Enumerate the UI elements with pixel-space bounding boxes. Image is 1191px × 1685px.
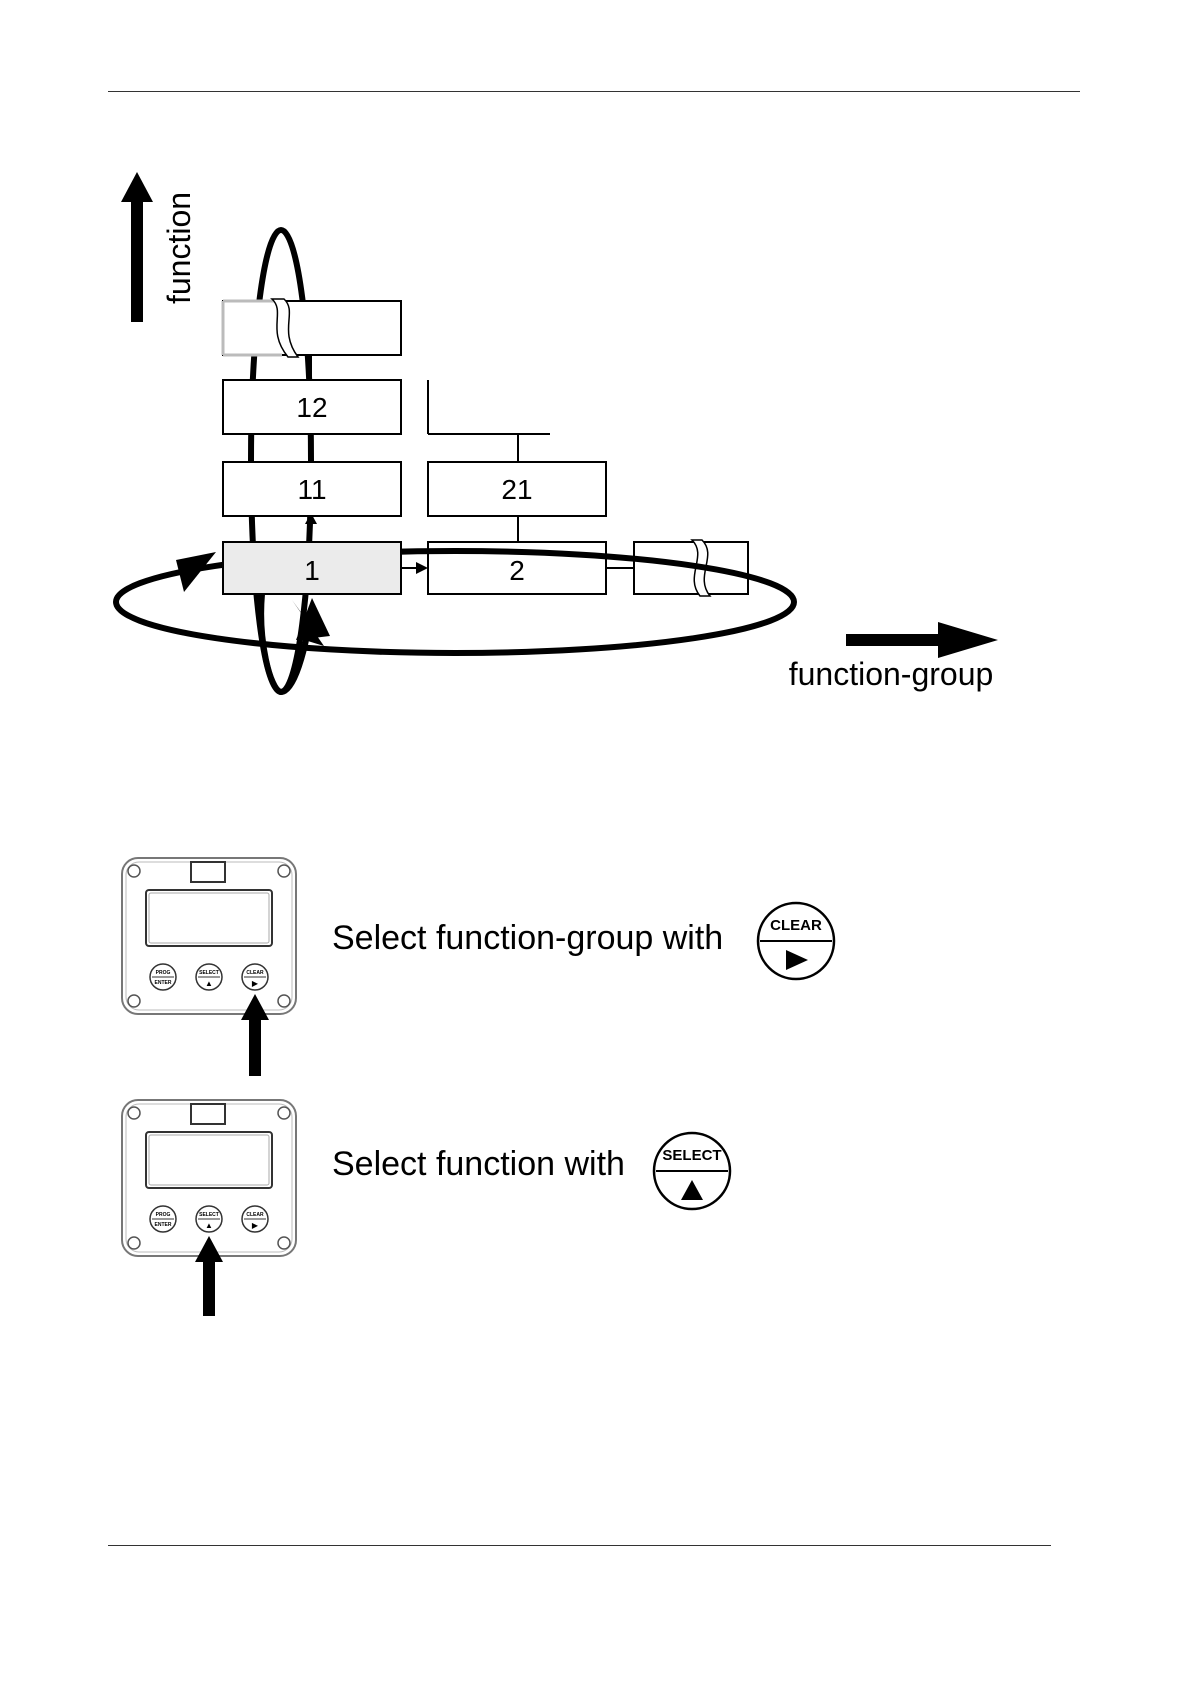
function-navigation-diagram: function function-group: [0, 0, 1191, 740]
box-21-label: 21: [501, 474, 532, 505]
box-2-label: 2: [509, 555, 525, 586]
device-key-select: SELECT: [199, 970, 219, 976]
select-key-icon: SELECT: [651, 1130, 733, 1212]
select-key-label: SELECT: [662, 1147, 721, 1164]
device-key-right: ▶: [252, 1221, 259, 1230]
clear-key-icon: CLEAR: [755, 900, 837, 982]
loop-arrowhead-group: [176, 552, 216, 592]
function-group-axis-arrow: [846, 622, 998, 658]
device-keys: PROG ENTER SELECT ▲ CLEAR ▶: [150, 1206, 268, 1232]
box-more-functions-broken: [223, 299, 401, 357]
device-keys: PROG ENTER SELECT ▲ CLEAR ▶: [150, 964, 268, 990]
clear-key-label: CLEAR: [770, 917, 822, 934]
box-12-label: 12: [296, 392, 327, 423]
function-group-axis-label: function-group: [789, 656, 994, 692]
device-key-clear: CLEAR: [246, 970, 264, 976]
box-1-label: 1: [304, 555, 320, 586]
function-axis-label: function: [161, 192, 197, 304]
device-key-right: ▶: [252, 979, 259, 988]
arrowhead-1-to-2: [416, 562, 428, 574]
box-11-label: 11: [297, 474, 326, 505]
instruction-function-group-text: Select function-group with: [332, 919, 723, 958]
device-front-panel-1: PROG ENTER SELECT ▲ CLEAR ▶: [118, 852, 302, 1078]
device-key-prog: PROG: [156, 1212, 171, 1218]
device-key-select: SELECT: [199, 1212, 219, 1218]
device-front-panel-2: PROG ENTER SELECT ▲ CLEAR ▶: [118, 1094, 302, 1318]
function-axis-arrow: [121, 172, 153, 322]
device-key-clear: CLEAR: [246, 1212, 264, 1218]
footer-rule: [108, 1545, 1051, 1546]
device-key-enter: ENTER: [155, 980, 172, 986]
device-key-up: ▲: [205, 1221, 213, 1230]
device-key-up: ▲: [205, 979, 213, 988]
device-key-enter: ENTER: [155, 1222, 172, 1228]
device-key-prog: PROG: [156, 970, 171, 976]
instruction-function-text: Select function with: [332, 1145, 625, 1184]
